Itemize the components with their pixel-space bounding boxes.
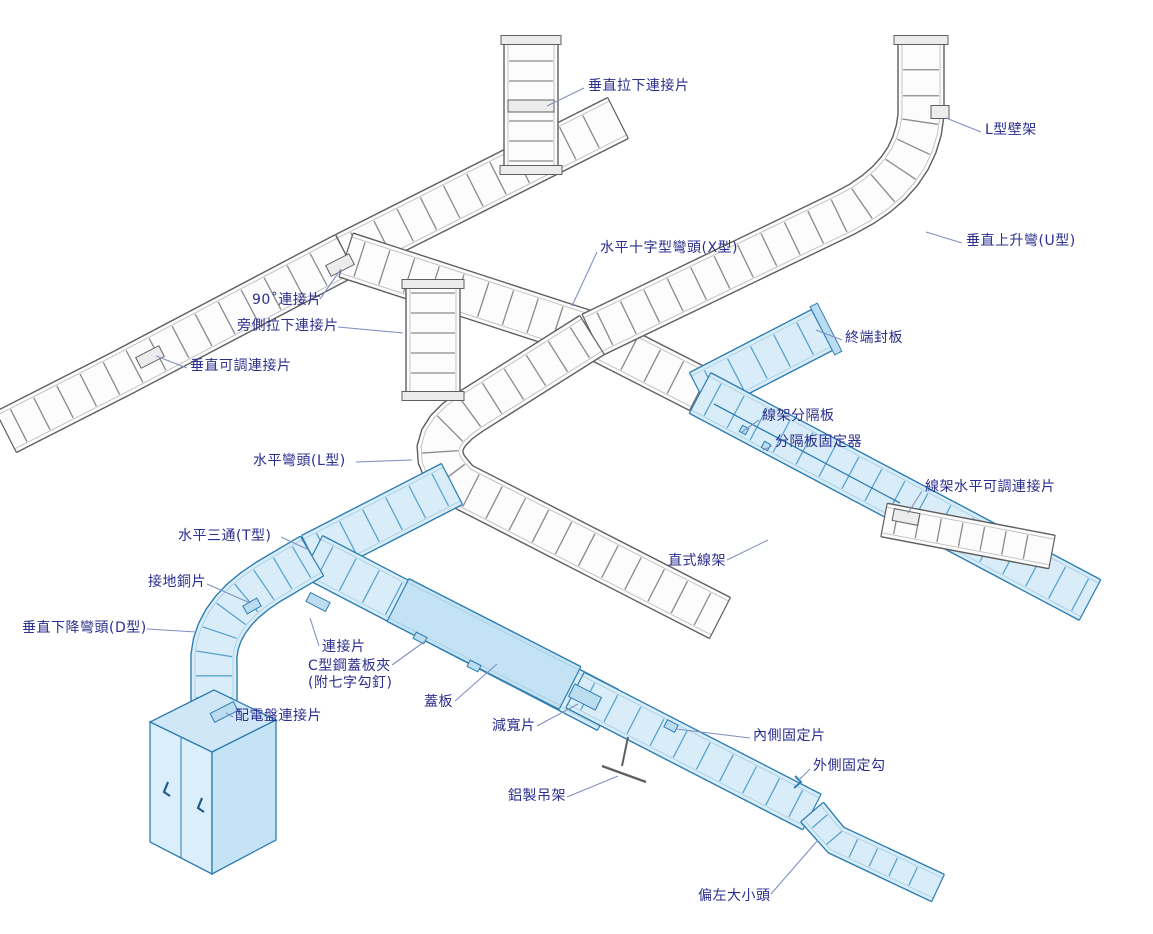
blue-run-bottom — [565, 671, 822, 831]
distribution-box — [148, 689, 278, 876]
cover-plate-section — [386, 577, 582, 711]
blue-run-straight — [688, 372, 1102, 621]
gray-run-rise-u — [581, 37, 945, 357]
leader-lines — [146, 87, 982, 895]
blue-run-reducer-tail — [800, 801, 945, 903]
vertical-ladder-side — [405, 281, 461, 399]
fittings — [135, 35, 950, 789]
aluminum-hanger-bracket — [601, 736, 647, 784]
blue-run-drop-d — [190, 535, 325, 713]
tray-divider-strip — [713, 403, 901, 504]
gray-run-left — [0, 233, 358, 454]
